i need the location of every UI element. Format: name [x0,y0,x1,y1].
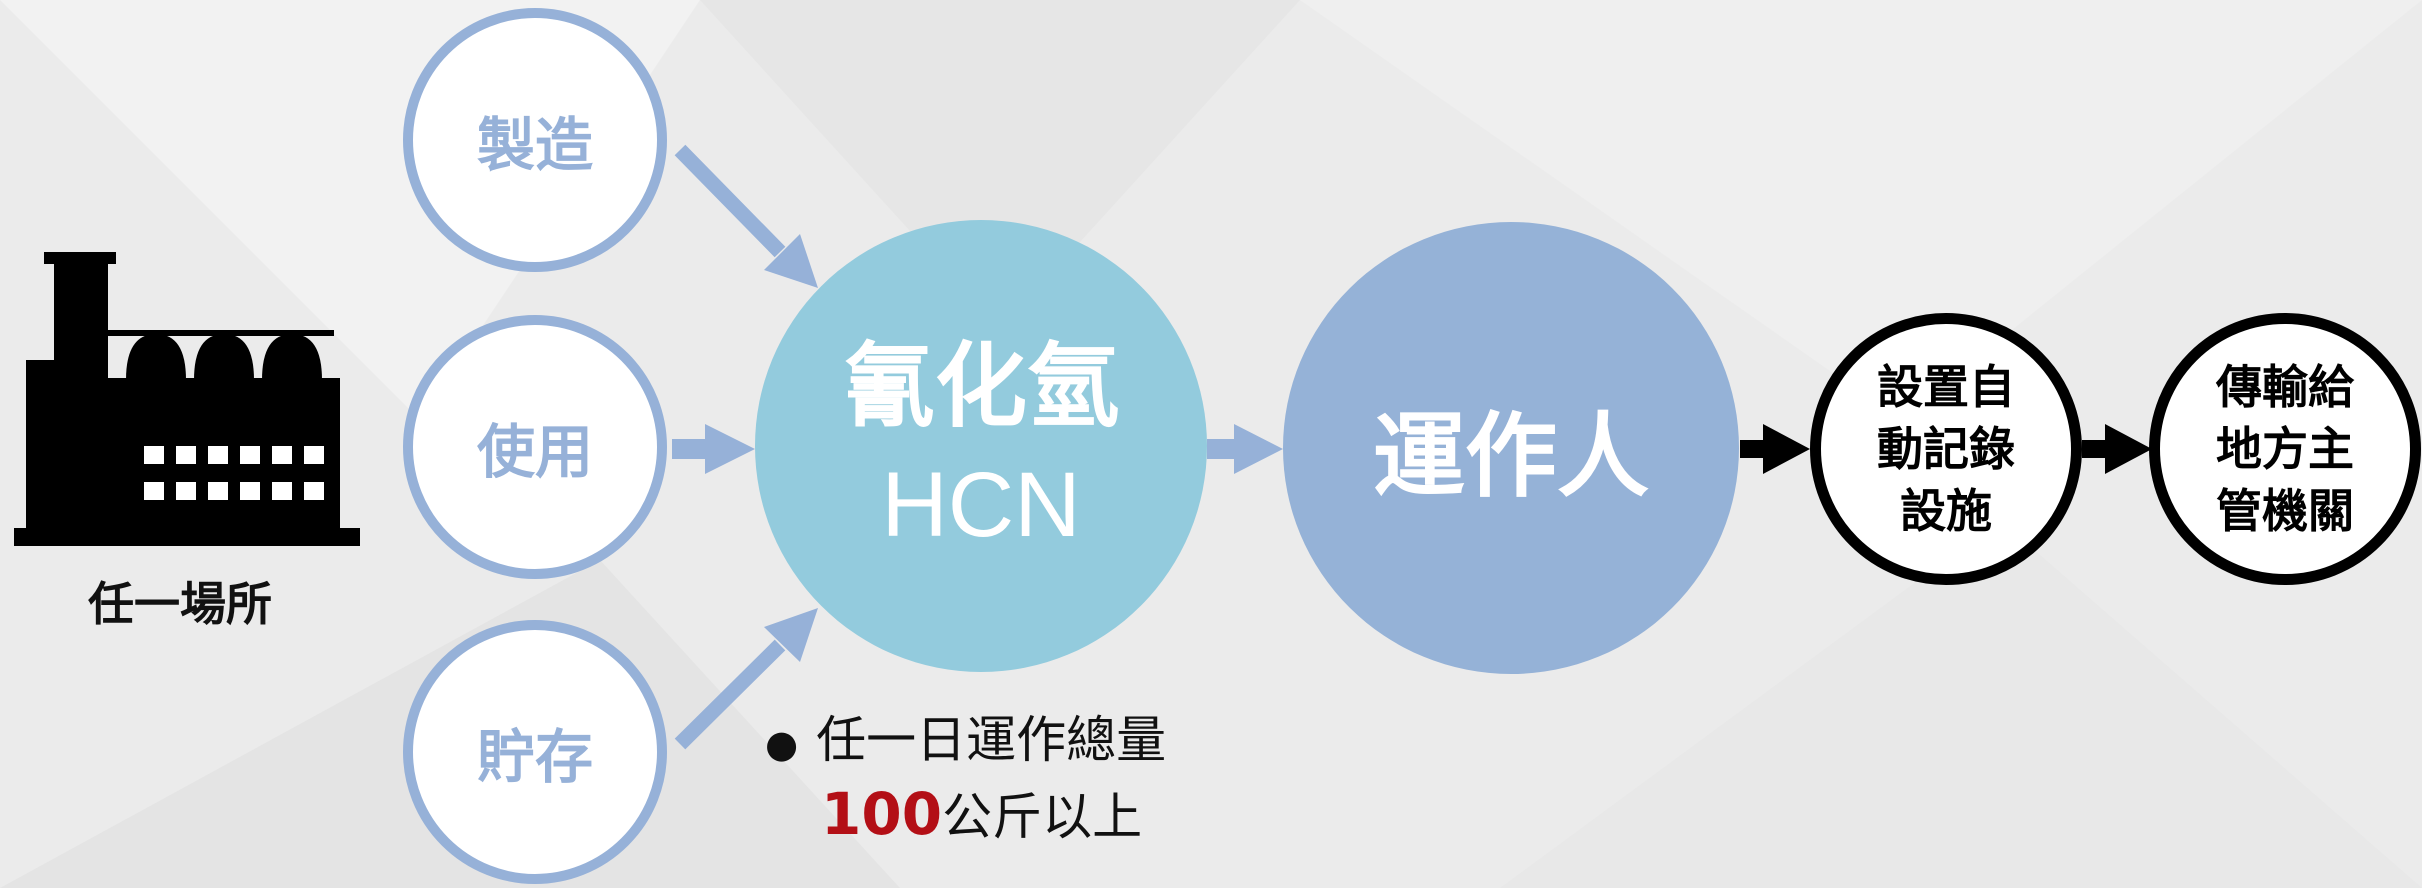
activity-circle-storage: 貯存 [403,620,667,884]
arrow-operator-to-recording [1740,424,1810,474]
recording-line-1: 設置自 [1877,360,2015,414]
bg-facet [1300,0,2422,420]
arrow-hcn-to-operator [1207,424,1283,474]
arrow-recording-to-transmit [2082,424,2152,474]
operator-label: 運作人 [1372,402,1649,510]
bullet-icon: ● [765,722,799,766]
recording-line-2: 動記錄 [1877,422,2015,476]
transmit-line-1: 傳輸給 [2216,360,2354,414]
activity-label-use: 使用 [476,418,593,486]
output-circle-recording: 設置自 動記錄 設施 [1810,313,2082,585]
factory-label: 任一場所 [88,577,272,631]
factory-icon [14,252,360,546]
bg-facet [700,0,1300,330]
activity-label-manufacture: 製造 [476,111,593,179]
note-line-1: 任一日運作總量 [816,711,1167,769]
note-unit: 公斤以上 [942,788,1143,846]
substance-name: 氰化氫 [842,333,1119,440]
bg-facet [1500,520,2422,888]
activity-circle-use: 使用 [403,315,667,579]
transmit-line-2: 地方主 [2216,422,2354,476]
activity-label-storage: 貯存 [476,723,593,791]
recording-line-3: 設施 [1900,484,1992,538]
substance-circle: 氰化氫 HCN [755,220,1207,672]
arrow-use-to-hcn [672,424,755,474]
arrow-storage-to-hcn [674,608,818,750]
threshold-note: ● 任一日運作總量 100公斤以上 [765,705,1166,852]
activity-circle-manufacture: 製造 [403,8,667,272]
note-number: 100 [821,780,943,848]
arrow-manufacture-to-hcn [674,144,818,288]
transmit-line-3: 管機關 [2216,484,2354,538]
operator-circle: 運作人 [1283,222,1739,674]
substance-formula: HCN [881,454,1081,556]
output-circle-transmit: 傳輸給 地方主 管機關 [2149,313,2421,585]
